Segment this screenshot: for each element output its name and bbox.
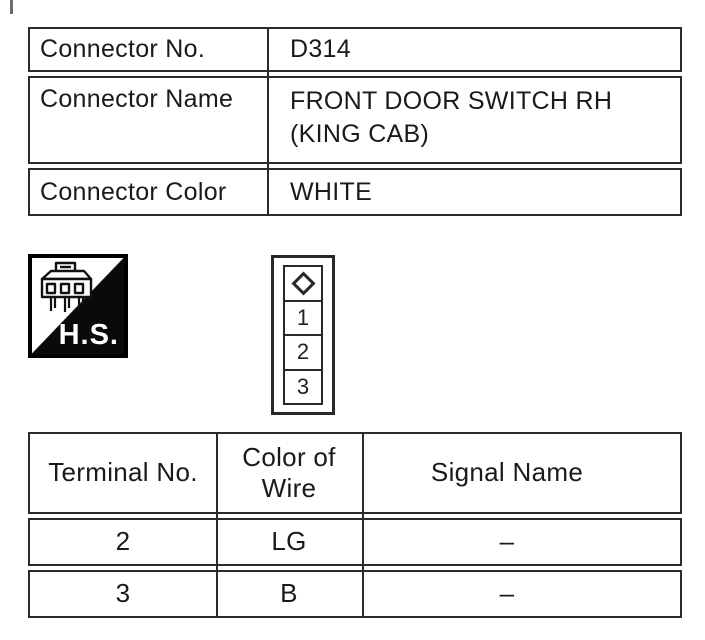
row-label: Connector Name [40, 85, 234, 113]
wire-color-cell: LG [271, 526, 307, 557]
table-row: 3 B – [28, 570, 682, 618]
connector-pin-diagram: 1 2 3 [271, 255, 335, 415]
row-value: FRONT DOOR SWITCH RH (KING CAB) [290, 87, 613, 148]
scan-artifact-line [10, 0, 13, 14]
signal-name-cell: – [499, 526, 515, 557]
row-value: D314 [290, 35, 351, 63]
column-header-color-of-wire: Color of Wire [242, 441, 336, 503]
terminal-no-cell: 3 [115, 578, 131, 609]
diamond-icon [290, 271, 316, 296]
terminal-table: Terminal No. Color of Wire Signal Name 2… [28, 432, 682, 618]
terminal-no-cell: 2 [115, 526, 131, 557]
table-row: Connector No. D314 [28, 27, 682, 72]
row-label: Connector Color [40, 177, 227, 206]
pin-column: 1 2 3 [283, 265, 323, 405]
hs-logo: H.S. [28, 254, 128, 358]
pin-cell: 3 [285, 368, 321, 404]
row-value: WHITE [290, 177, 373, 206]
pin-cell: 1 [285, 299, 321, 335]
column-header-terminal-no: Terminal No. [48, 457, 198, 488]
table-row: Connector Name FRONT DOOR SWITCH RH (KIN… [28, 76, 682, 164]
table-row: Connector Color WHITE [28, 168, 682, 216]
wire-color-cell: B [280, 578, 298, 609]
row-label: Connector No. [40, 35, 206, 63]
signal-name-cell: – [499, 578, 515, 609]
table-header-row: Terminal No. Color of Wire Signal Name [28, 432, 682, 514]
connector-info-table: Connector No. D314 Connector Name FRONT … [28, 27, 682, 216]
table-row: 2 LG – [28, 518, 682, 566]
hs-label: H.S. [58, 319, 119, 351]
pin-cell-keyway [285, 267, 321, 300]
pin-cell: 2 [285, 334, 321, 369]
harness-connector-icon [40, 261, 93, 312]
column-header-signal-name: Signal Name [430, 457, 584, 488]
